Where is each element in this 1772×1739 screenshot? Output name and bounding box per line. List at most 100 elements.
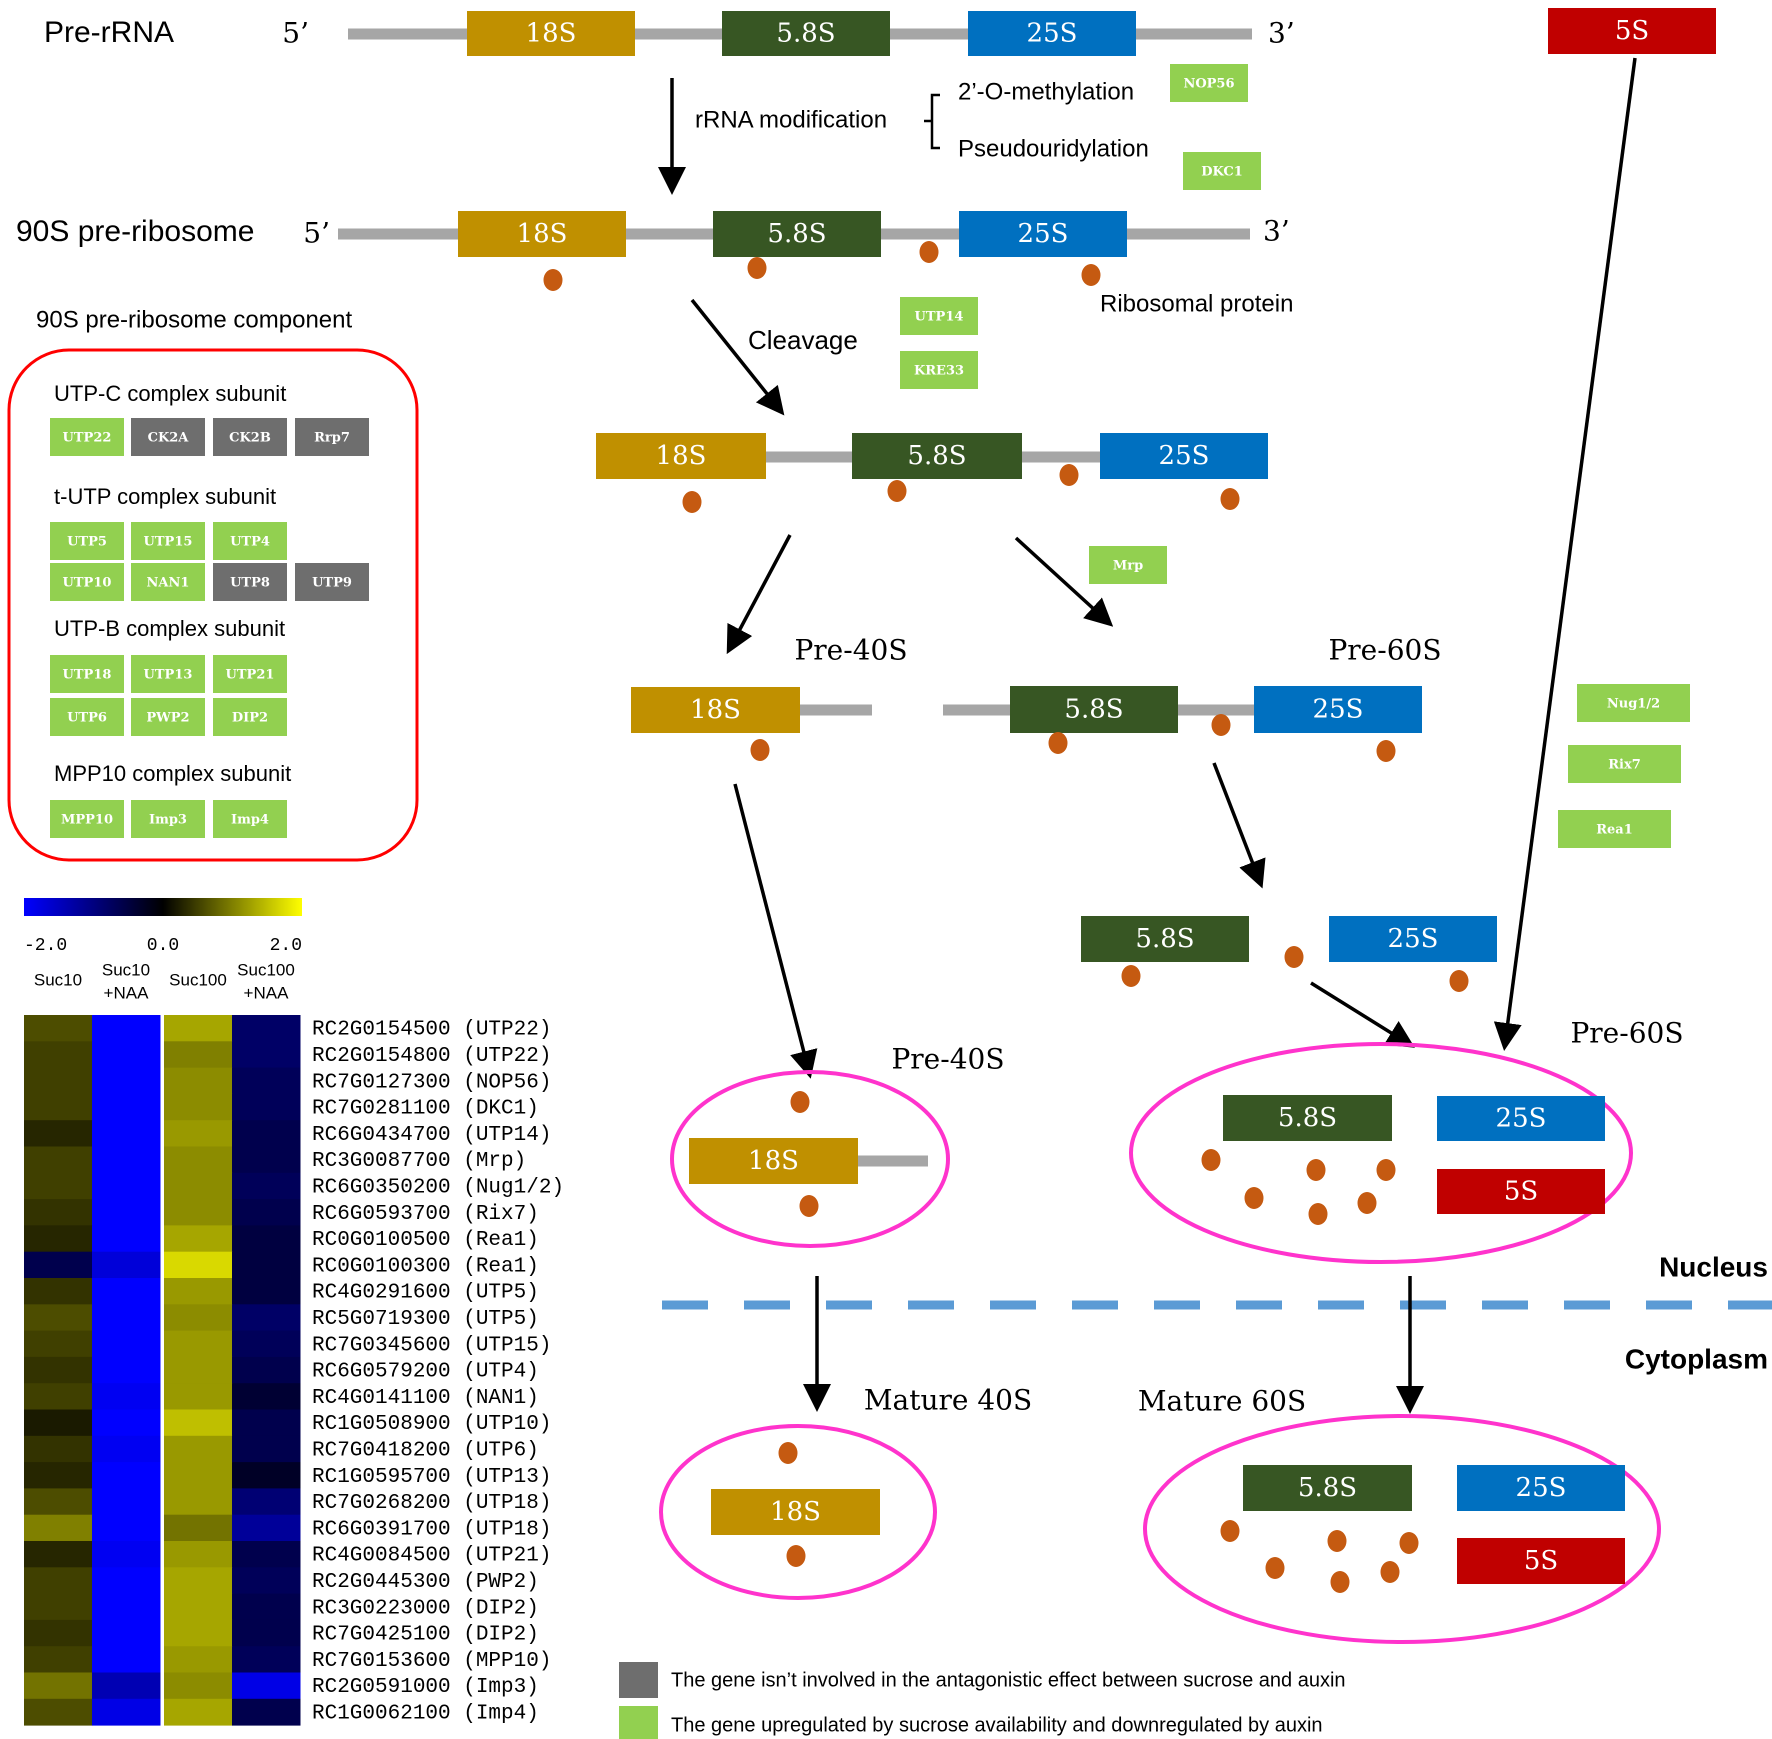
heatmap-cell — [24, 1356, 93, 1384]
rna-25s-label: 25S — [1027, 19, 1078, 49]
rna-25s-label: 25S — [1388, 924, 1439, 954]
gene-box-utp10-label: UTP10 — [63, 576, 112, 591]
ribosomal-protein-dot — [1376, 1159, 1396, 1181]
rna-25s-label: 25S — [1313, 695, 1364, 725]
rna-58s-label: 5.8S — [907, 441, 966, 471]
rna-25s — [1457, 1465, 1625, 1511]
gene-box-rea1 — [1558, 810, 1671, 848]
rna-25s — [1437, 1096, 1605, 1141]
gene-box-kre33-label: KRE33 — [914, 364, 964, 379]
rna-58s — [713, 211, 881, 257]
rna-58s-label: 5.8S — [1298, 1473, 1357, 1503]
gene-box-ck2a — [131, 418, 205, 456]
gene-box-utp21-label: UTP21 — [226, 668, 275, 683]
arrow-cleavage — [690, 298, 785, 416]
ribosomal-protein-dot — [747, 257, 767, 279]
heatmap-column-label: +NAA — [104, 983, 150, 1002]
heatmap-cell — [24, 1567, 93, 1595]
gene-box-utp6-label: UTP6 — [67, 711, 107, 726]
gene-box-utp14 — [900, 297, 978, 335]
gene-box-imp4-label: Imp4 — [231, 813, 269, 828]
complex-title: UTP-B complex subunit — [54, 616, 285, 641]
gene-box-dip2 — [213, 698, 287, 736]
gene-box-pwp2-label: PWP2 — [146, 711, 189, 726]
heatmap-cell — [164, 1356, 233, 1384]
gene-box-dip2-label: DIP2 — [232, 711, 268, 726]
complex-title: MPP10 complex subunit — [54, 761, 291, 786]
gene-box-rea1-label: Rea1 — [1596, 823, 1633, 838]
heatmap-row-label: RC1G0062100 (Imp4) — [312, 1702, 539, 1725]
five-prime-label: 5’ — [282, 17, 309, 50]
ribosomal-protein-dot — [799, 1195, 819, 1217]
heatmap-cell — [24, 1093, 93, 1121]
heatmap-cell — [232, 1067, 301, 1095]
gene-box-utp8-label: UTP8 — [230, 576, 270, 591]
heatmap-row-label: RC3G0087700 (Mrp) — [312, 1150, 526, 1173]
arrow-to-pre60s-nucleus — [1310, 981, 1415, 1048]
heatmap-row-label: RC7G0268200 (UTP18) — [312, 1492, 551, 1515]
gene-box-imp3-label: Imp3 — [149, 813, 187, 828]
heatmap-cell — [24, 1646, 93, 1673]
heatmap-cell — [164, 1567, 233, 1595]
rna-58s — [1243, 1465, 1412, 1511]
rna-5s-label: 5S — [1615, 16, 1649, 46]
mature40s-ellipse — [659, 1424, 937, 1600]
gene-box-imp3 — [131, 800, 205, 838]
rna-25s — [968, 11, 1136, 56]
rna-58s-label: 5.8S — [1278, 1103, 1337, 1133]
heatmap-cell — [92, 1619, 161, 1647]
rna-5s — [1457, 1538, 1625, 1584]
heatmap-cell — [164, 1093, 233, 1121]
gene-box-mrp-label: Mrp — [1113, 559, 1143, 574]
legend-gray-swatch — [619, 1662, 658, 1698]
pre90s-title: 90S pre-ribosome — [16, 215, 254, 248]
legend-green-swatch — [619, 1706, 658, 1739]
heatmap-cell — [232, 1330, 301, 1358]
gene-box-rix7 — [1568, 745, 1681, 783]
scale-min-label: -2.0 — [24, 936, 67, 956]
ribosomal-protein-dot — [1220, 1520, 1240, 1542]
mature60s-label: Mature 60S — [1138, 1385, 1306, 1418]
rna-58s — [852, 433, 1022, 479]
legend-green-text: The gene upregulated by sucrose availabi… — [671, 1714, 1323, 1736]
heatmap-cell — [232, 1356, 301, 1384]
heatmap-cell — [92, 1356, 161, 1384]
heatmap-row-label: RC2G0445300 (PWP2) — [312, 1571, 539, 1594]
heatmap-cell — [24, 1304, 93, 1332]
heatmap-row-label: RC4G0141100 (NAN1) — [312, 1387, 539, 1410]
gene-box-rix7-label: Rix7 — [1608, 758, 1641, 773]
gene-box-utp8 — [213, 563, 287, 601]
rna-58s-label: 5.8S — [1135, 924, 1194, 954]
heatmap-row-label: RC1G0595700 (UTP13) — [312, 1466, 551, 1489]
heatmap-cell — [164, 1541, 233, 1568]
gene-box-utp4 — [213, 522, 287, 560]
gene-box-rrp7-label: Rrp7 — [314, 431, 350, 446]
gene-box-mpp10 — [50, 800, 124, 838]
gene-box-nug12 — [1577, 684, 1690, 722]
heatmap-cell — [164, 1015, 233, 1042]
gene-box-utp13-label: UTP13 — [144, 668, 193, 683]
ribosomal-protein-dot — [1081, 264, 1101, 286]
rna-5s — [1548, 8, 1716, 54]
pre60s-nucleus-label: Pre-60S — [1570, 1017, 1683, 1050]
legend-gray-text: The gene isn’t involved in the antagonis… — [671, 1669, 1346, 1691]
heatmap-column-label: +NAA — [244, 983, 290, 1002]
heatmap-cell — [24, 1041, 93, 1069]
mature60s-ellipse — [1143, 1414, 1661, 1644]
ribosomal-protein-dot — [1380, 1561, 1400, 1583]
heatmap-cell — [92, 1514, 161, 1542]
ribosomal-protein-dot — [1211, 714, 1231, 736]
ribosomal-protein-dot — [682, 491, 702, 513]
heatmap-cell — [92, 1041, 161, 1069]
heatmap-cell — [92, 1015, 161, 1042]
rna-18s-label: 18S — [656, 441, 707, 471]
rna-58s — [1010, 686, 1178, 733]
pre40s-nucleus-label: Pre-40S — [891, 1043, 1004, 1076]
heatmap-cell — [92, 1409, 161, 1437]
heatmap-cell — [232, 1041, 301, 1069]
heatmap-cell — [92, 1120, 161, 1147]
rna-18s — [467, 11, 635, 56]
heatmap-cell — [92, 1330, 161, 1358]
gene-box-utp22-label: UTP22 — [63, 431, 112, 446]
ribosomal-protein-dot — [919, 241, 939, 263]
